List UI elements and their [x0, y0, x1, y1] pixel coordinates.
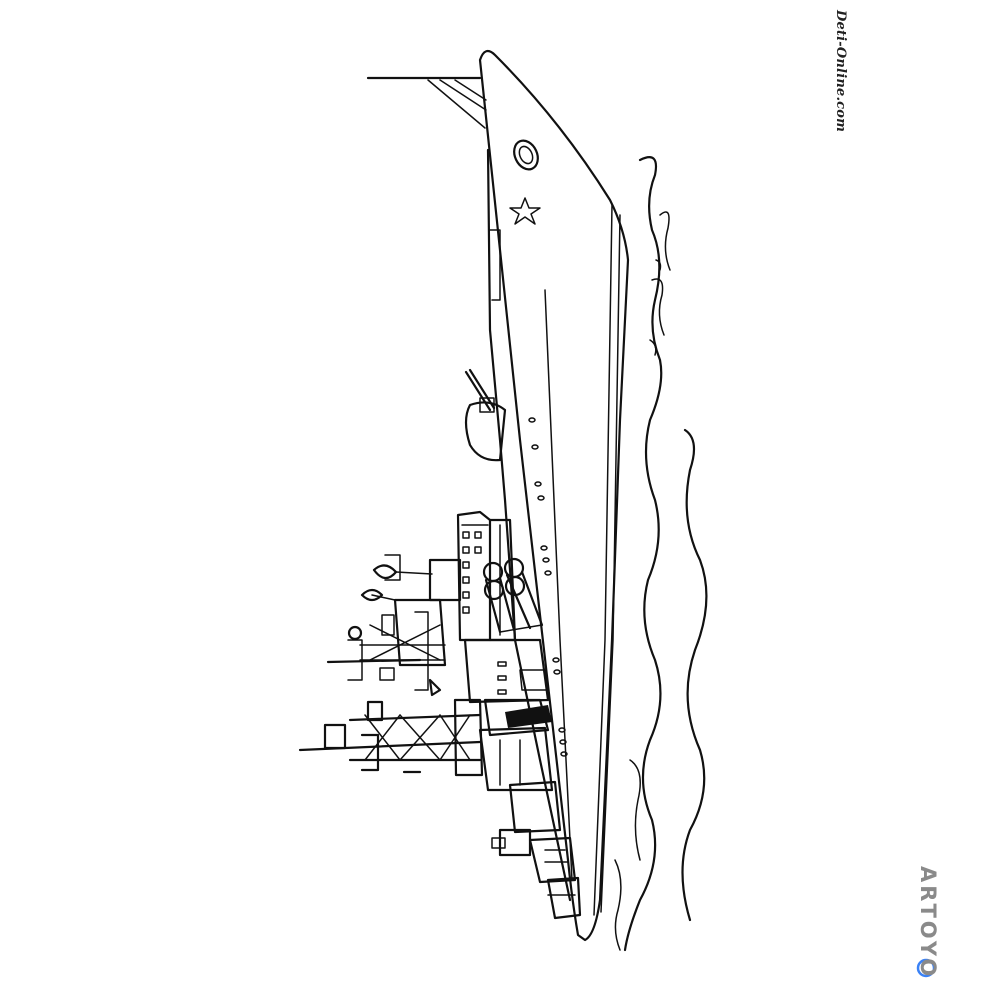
main-mast — [298, 698, 484, 777]
midship-block — [428, 638, 550, 704]
funnel — [478, 698, 554, 792]
forward-gun-turret — [464, 368, 507, 462]
aft-superstructure — [491, 780, 582, 920]
portholes — [528, 417, 568, 757]
brand-logo-accent — [916, 958, 936, 978]
credit-watermark: Deti-Online.com — [833, 10, 848, 133]
bow-staff — [366, 76, 487, 129]
missile-launcher — [482, 557, 544, 634]
hawse-hole — [513, 139, 539, 171]
fore-mast — [326, 554, 462, 691]
star-emblem — [509, 197, 541, 225]
ship-hull — [478, 49, 630, 942]
brand-watermark: ARTOYO — [916, 866, 940, 980]
sea-waves — [614, 156, 708, 952]
